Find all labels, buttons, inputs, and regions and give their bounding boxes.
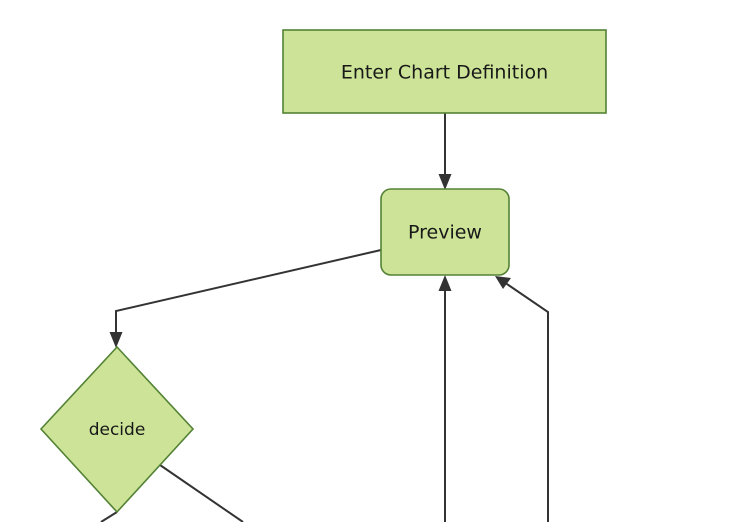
arrowhead-icon [438, 174, 452, 190]
edge-return-right-to-preview [495, 276, 549, 522]
node-label-decide: decide [89, 420, 146, 440]
arrowhead-icon [109, 332, 123, 348]
edge-line [503, 281, 549, 522]
edge-preview-to-decide [109, 249, 382, 348]
node-decide[interactable]: decide [39, 345, 195, 514]
edge-decide-down-right [159, 464, 244, 522]
arrowhead-icon [495, 276, 511, 289]
node-label-enter-chart-definition: Enter Chart Definition [341, 62, 548, 84]
edge-line [159, 464, 244, 522]
node-rectangle[interactable] [282, 29, 607, 114]
edge-decide-down-left [100, 511, 118, 522]
node-rounded-rectangle[interactable] [380, 188, 510, 276]
edge-line [100, 511, 118, 522]
edge-line [115, 249, 382, 338]
arrowhead-icon [438, 275, 452, 291]
node-diamond[interactable] [39, 345, 195, 514]
node-enter-chart-definition[interactable]: Enter Chart Definition [282, 29, 607, 114]
node-label-preview: Preview [408, 222, 482, 244]
edge-enter-to-preview [438, 113, 452, 190]
node-preview[interactable]: Preview [380, 188, 510, 276]
edge-return-center-to-preview [438, 275, 452, 522]
